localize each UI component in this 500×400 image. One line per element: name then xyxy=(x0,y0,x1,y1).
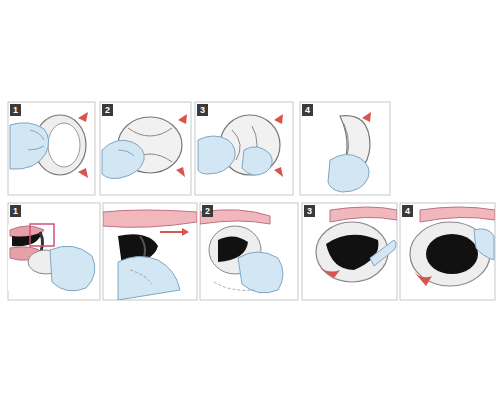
retractor-step xyxy=(102,114,187,179)
insertion-step xyxy=(200,210,283,293)
callout-number: 2 xyxy=(202,205,213,217)
retractor-step xyxy=(328,112,371,192)
callout-number: 1 xyxy=(10,104,21,116)
callout-number: 2 xyxy=(102,104,113,116)
insertion-closeup xyxy=(103,210,197,300)
callout-number: 4 xyxy=(402,205,413,217)
insertion-step xyxy=(316,207,397,282)
retractor-step xyxy=(198,114,283,177)
retractor-step xyxy=(10,112,88,178)
panel-frames xyxy=(8,102,495,300)
callout-number: 3 xyxy=(304,205,315,217)
callout-number: 3 xyxy=(197,104,208,116)
insertion-step xyxy=(410,207,495,286)
insertion-step xyxy=(8,219,95,291)
callout-number: 1 xyxy=(10,205,21,217)
callout-number: 4 xyxy=(302,104,313,116)
